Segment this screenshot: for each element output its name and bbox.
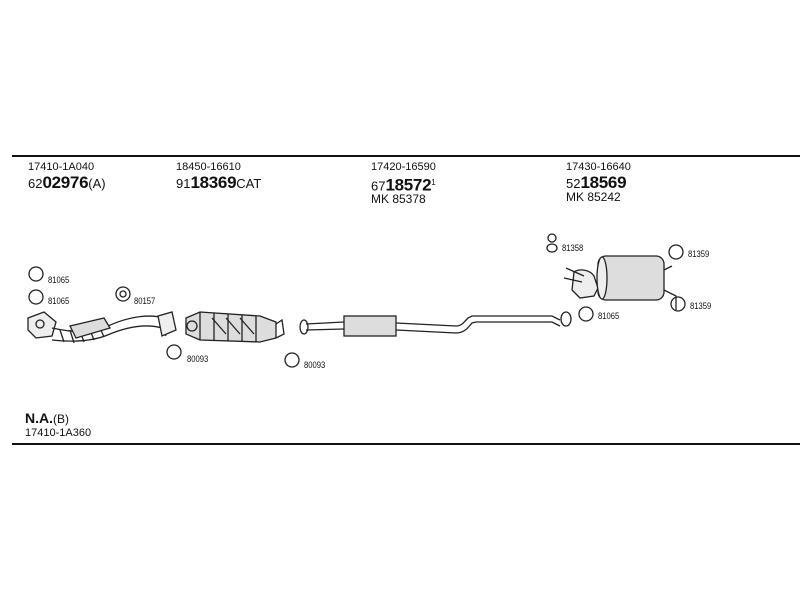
mounting-kit-number: MK 85378: [371, 192, 426, 207]
ring-81359-b-icon[interactable]: [670, 296, 686, 312]
gasket-80157-icon[interactable]: [115, 286, 131, 302]
oe-number: 18450-16610: [176, 161, 241, 173]
label-80093-a: 80093: [187, 354, 209, 364]
catalog-number: 67185721: [371, 175, 436, 195]
front-pipe-drawing[interactable]: [27, 311, 177, 344]
gasket-80093-a-icon[interactable]: [166, 344, 182, 360]
label-81065-b: 81065: [48, 296, 70, 306]
mounting-kit-number: MK 85242: [566, 190, 621, 204]
label-81358: 81358: [562, 243, 584, 253]
ring-81359-a-icon[interactable]: [668, 244, 684, 260]
hanger-81358-icon[interactable]: [546, 233, 558, 253]
bottom-divider: [12, 443, 800, 445]
part-group-rear-muffler[interactable]: 17430-16640 5218569 MK 85242: [566, 161, 631, 204]
rear-muffler-drawing[interactable]: [563, 255, 677, 310]
catalog-number: 5218569: [566, 173, 627, 192]
catalog-number: 6202976(A): [28, 173, 106, 192]
catalog-number: 9118369CAT: [176, 173, 262, 192]
oe-number: 17420-16590: [371, 161, 436, 173]
part-group-catalyst[interactable]: 18450-16610 9118369CAT: [176, 161, 262, 192]
label-81359-b: 81359: [690, 301, 712, 311]
label-81065-c: 81065: [598, 311, 620, 321]
part-group-center-pipe[interactable]: 17420-16590 67185721 MK 85378: [371, 161, 436, 206]
label-81065-a: 81065: [48, 275, 70, 285]
oe-number: 17430-16640: [566, 161, 631, 173]
label-80157: 80157: [134, 296, 156, 306]
oe-number: 17410-1A040: [28, 161, 95, 173]
na-label: N.A.: [25, 410, 53, 426]
not-available-note: N.A.(B) 17410-1A360: [25, 410, 91, 439]
catalytic-converter-drawing[interactable]: [185, 311, 285, 343]
top-divider: [12, 155, 800, 157]
label-80093-b: 80093: [304, 360, 326, 370]
na-suffix: (B): [53, 412, 69, 426]
gasket-81065-a-icon[interactable]: [28, 266, 44, 282]
center-pipe-drawing[interactable]: [299, 311, 572, 337]
gasket-81065-c-icon[interactable]: [578, 306, 594, 322]
part-group-front-pipe[interactable]: 17410-1A040 6202976(A): [28, 161, 106, 192]
na-oe-number: 17410-1A360: [25, 427, 92, 439]
label-81359-a: 81359: [688, 249, 710, 259]
gasket-81065-b-icon[interactable]: [28, 289, 44, 305]
gasket-80093-b-icon[interactable]: [284, 352, 300, 368]
